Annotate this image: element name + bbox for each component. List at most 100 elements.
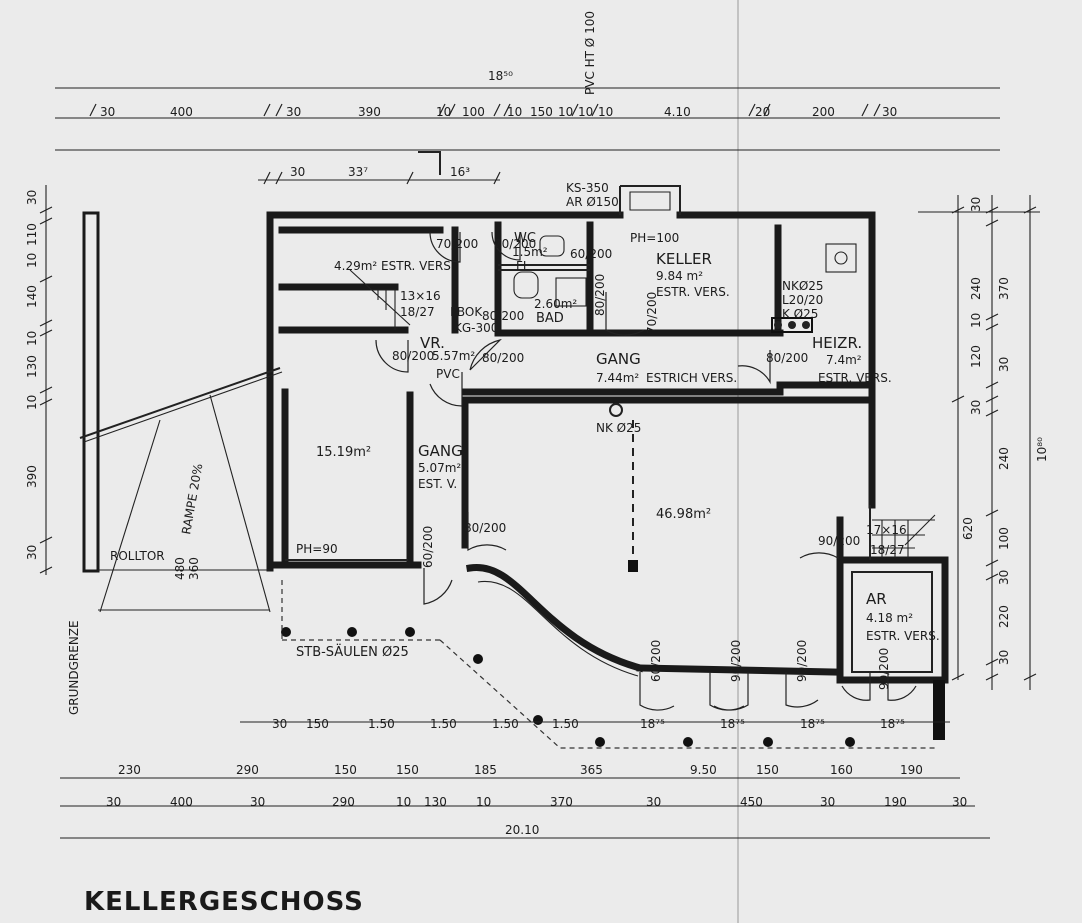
- door-label-12: 60/200: [649, 640, 663, 682]
- dim-right-total: 10⁸⁰: [1035, 437, 1049, 462]
- room-estr-top: 4.29m² ESTR. VERS.: [334, 259, 455, 273]
- room-bad-area: 2.60m²: [534, 297, 577, 311]
- room-fl: FL: [516, 259, 530, 273]
- dim-b2-150c: 150: [756, 763, 779, 777]
- door-label-16: 70/200: [645, 292, 659, 334]
- dim-right-30c: 30: [997, 570, 1011, 585]
- room-bad: BAD: [536, 311, 564, 326]
- door-label-11: 60/200: [421, 526, 435, 568]
- column-black: [933, 680, 945, 740]
- dim-left-130: 130: [25, 355, 39, 378]
- walls: [266, 185, 949, 740]
- stair-left-label: 13×16: [400, 289, 441, 303]
- dim-top-30c: 30: [882, 105, 897, 119]
- dim-b3-30c: 30: [646, 795, 661, 809]
- dim-top-10e: 10: [598, 105, 613, 119]
- dim-b1-150c: 1.50: [430, 717, 457, 731]
- dim-b2-190: 190: [900, 763, 923, 777]
- dim-left-110: 110: [25, 223, 39, 246]
- room-gang-main-sub: ESTRICH VERS.: [646, 371, 737, 385]
- dim-top-10d: 10: [578, 105, 593, 119]
- room-ar-area: 4.18 m²: [866, 611, 913, 625]
- dim-b3-30e: 30: [952, 795, 967, 809]
- dim-left-30a: 30: [25, 190, 39, 205]
- dim-b1-1875b: 18⁷⁵: [720, 717, 745, 731]
- room-gang-main: GANG: [596, 350, 641, 368]
- dim-left-10b: 10: [25, 331, 39, 346]
- dim-b2-950: 9.50: [690, 763, 717, 777]
- column-small: [628, 560, 638, 572]
- dim-top-390: 390: [358, 105, 381, 119]
- note-ks: KS-350: [566, 181, 609, 195]
- dim-left-30b: 30: [25, 545, 39, 560]
- dim-b2-160: 160: [830, 763, 853, 777]
- dim-top-10a: 10: [436, 105, 451, 119]
- dim-top-30b: 30: [286, 105, 301, 119]
- door-label-14: 90/200: [795, 640, 809, 682]
- dim-b3-130: 130: [424, 795, 447, 809]
- dim-top-150: 150: [530, 105, 553, 119]
- dim-top-10c: 10: [558, 105, 573, 119]
- room-keller: KELLER: [656, 250, 712, 268]
- dim-top-total: 18⁵⁰: [488, 69, 513, 83]
- dim-b3-370: 370: [550, 795, 573, 809]
- ramp-area: RAMPE 20% ROLLTOR 480 360 GRUNDGRENZE: [67, 211, 283, 715]
- dim-b1-150b: 1.50: [368, 717, 395, 731]
- door-label-1: 70/200: [436, 237, 478, 251]
- dim-right-30d: 30: [997, 650, 1011, 665]
- pvc-top-label: PVC HT Ø 100: [583, 11, 597, 95]
- dim-b3-290: 290: [332, 795, 355, 809]
- dim-right-220: 220: [997, 605, 1011, 628]
- dim-b3-30b: 30: [250, 795, 265, 809]
- dim-b3-190: 190: [884, 795, 907, 809]
- room-vr: VR.: [420, 334, 445, 352]
- dim-right-10: 10: [969, 313, 983, 328]
- right-dimension-chains: 30 240 10 120 30 240 100 30 220 30 370 3…: [918, 195, 1049, 690]
- dim-b2-150: 150: [334, 763, 357, 777]
- dim-top-400: 400: [170, 105, 193, 119]
- door-label-6: 80/200: [482, 351, 524, 365]
- room-labels: 4.29m² ESTR. VERS. WC 1.5m² FL 2.60m² BA…: [316, 231, 940, 643]
- note-fbok: FBOK: [450, 305, 483, 319]
- dim-right-120: 120: [969, 345, 983, 368]
- door-label-5: 80/200: [392, 349, 434, 363]
- rampe-label: RAMPE 20%: [179, 462, 205, 535]
- dim-b1-1875c: 18⁷⁵: [800, 717, 825, 731]
- dim-bottom-total: 20.10: [505, 823, 539, 837]
- note-heiz-k: K Ø25: [782, 307, 818, 321]
- dim-right-30a: 30: [969, 197, 983, 212]
- room-keller-area: 9.84 m²: [656, 269, 703, 283]
- dim-right-30e: 30: [997, 357, 1011, 372]
- dim-b1-150d: 1.50: [492, 717, 519, 731]
- room-gang-main-area: 7.44m²: [596, 371, 639, 385]
- room-wc-area: 1.5m²: [512, 245, 548, 259]
- dim-right-30b: 30: [969, 400, 983, 415]
- room-left-area: 15.19m²: [316, 445, 371, 460]
- room-ar-sub: ESTR. VERS.: [866, 629, 940, 643]
- stairs-right: 17×16 18/27: [866, 514, 936, 558]
- dim-left-10c: 10: [25, 395, 39, 410]
- rampe-width-1: 480: [173, 557, 187, 580]
- stair-right-label: 17×16: [866, 523, 907, 537]
- room-heizr-sub: ESTR. VERS.: [818, 371, 892, 385]
- room-big-area: 46.98m²: [656, 507, 711, 522]
- room-keller-sub: ESTR. VERS.: [656, 285, 730, 299]
- note-ph-90: PH=90: [296, 542, 338, 556]
- dim-b3-400: 400: [170, 795, 193, 809]
- stairs-left: 13×16 18/27: [349, 269, 441, 330]
- dim-b1-150e: 1.50: [552, 717, 579, 731]
- room-ar: AR: [866, 590, 887, 608]
- dim-top-200: 200: [812, 105, 835, 119]
- stair-right-label2: 18/27: [870, 543, 905, 557]
- note-heiz-nk: NKØ25: [782, 279, 824, 293]
- dim-top-30a: 30: [100, 105, 115, 119]
- door-label-4: 80/200: [482, 309, 524, 323]
- note-ph-100: PH=100: [630, 231, 679, 245]
- dim-right-100: 100: [997, 527, 1011, 550]
- dim-b2-150b: 150: [396, 763, 419, 777]
- dim-b3-30d: 30: [820, 795, 835, 809]
- dim-right-620: 620: [961, 517, 975, 540]
- dim-left-140: 140: [25, 285, 39, 308]
- dim-top-100: 100: [462, 105, 485, 119]
